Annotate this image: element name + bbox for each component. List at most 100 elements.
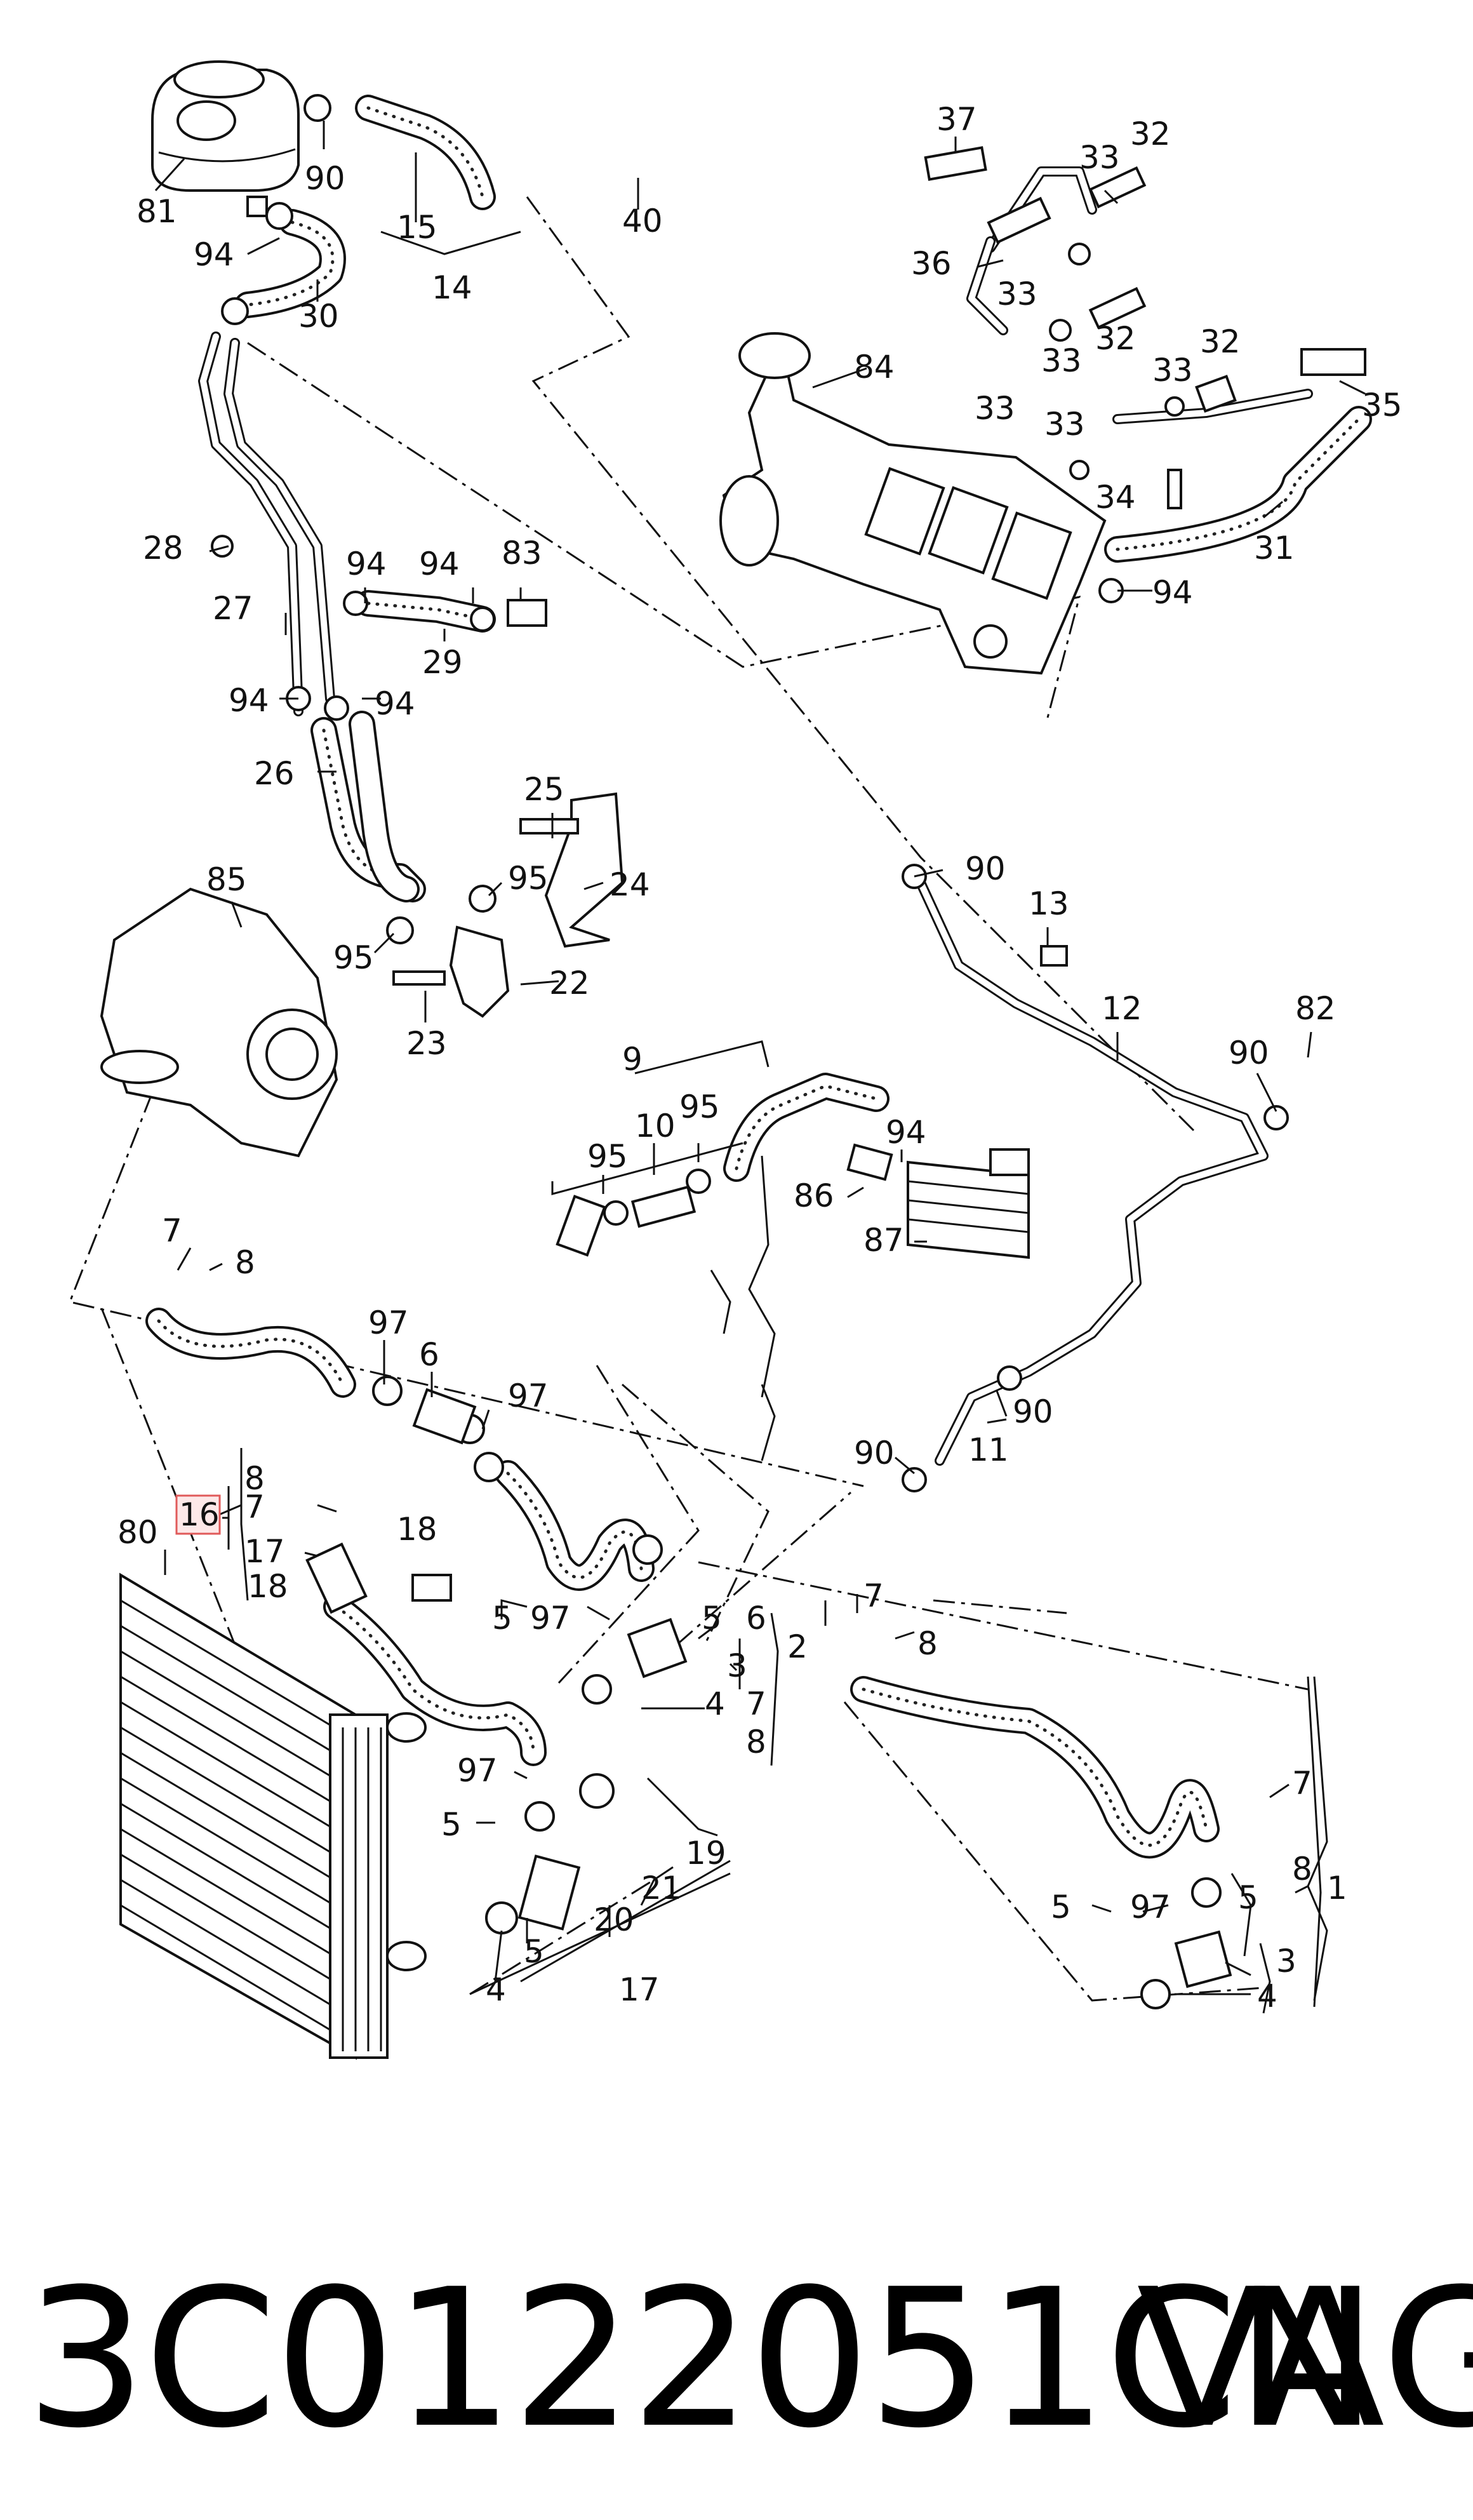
label-90: 90 <box>305 160 345 197</box>
label-36: 36 <box>911 245 952 282</box>
label-7: 7 <box>863 1578 884 1614</box>
label-10: 10 <box>635 1108 676 1144</box>
label-30: 30 <box>298 298 339 335</box>
label-33: 33 <box>997 276 1037 312</box>
label-97: 97 <box>457 1752 498 1789</box>
label-24: 24 <box>610 866 650 903</box>
oil-cooler <box>846 1143 1030 1259</box>
braces <box>222 1486 1322 2014</box>
label-15: 15 <box>397 209 437 246</box>
thermostat-parts <box>449 792 624 1018</box>
label-83: 83 <box>502 535 542 572</box>
brackets <box>240 1155 1328 2001</box>
label-29: 29 <box>422 644 463 681</box>
label-35: 35 <box>1362 387 1403 424</box>
label-14: 14 <box>432 269 472 306</box>
label-22: 22 <box>549 965 590 1002</box>
label-11: 11 <box>968 1431 1009 1468</box>
label-7: 7 <box>244 1489 265 1525</box>
label-26: 26 <box>254 755 295 792</box>
label-2: 2 <box>787 1628 808 1665</box>
label-82: 82 <box>1295 990 1336 1027</box>
label-40: 40 <box>622 203 663 239</box>
label-94: 94 <box>419 546 460 582</box>
label-94: 94 <box>375 685 415 722</box>
label-5: 5 <box>1238 1879 1258 1916</box>
part-number: 3C0122051CN <box>25 2248 1378 2470</box>
label-33: 33 <box>1152 352 1193 389</box>
highlight-box-16 <box>175 1494 221 1535</box>
label-5: 5 <box>1051 1889 1071 1926</box>
label-32: 32 <box>1095 320 1136 357</box>
label-95: 95 <box>679 1089 720 1125</box>
label-37: 37 <box>936 101 977 138</box>
label-86: 86 <box>794 1177 834 1214</box>
label-3: 3 <box>727 1647 747 1684</box>
label-33: 33 <box>1044 406 1085 443</box>
hoses <box>145 95 1372 1859</box>
label-32: 32 <box>1200 323 1241 360</box>
label-4: 4 <box>486 1971 506 2008</box>
label-17: 17 <box>619 1971 660 2008</box>
label-27: 27 <box>213 590 253 627</box>
label-1: 1 <box>1327 1870 1347 1907</box>
label-90: 90 <box>1013 1393 1053 1430</box>
label-16: 16 <box>179 1496 220 1533</box>
label-18: 18 <box>248 1568 288 1605</box>
label-6: 6 <box>419 1336 439 1373</box>
label-23: 23 <box>406 1025 447 1062</box>
label-32: 32 <box>1130 116 1171 152</box>
turbocharger <box>719 332 1107 675</box>
label-19: 19 <box>686 1835 726 1872</box>
label-9: 9 <box>622 1041 643 1078</box>
label-84: 84 <box>854 349 895 385</box>
label-97: 97 <box>508 1377 549 1414</box>
group-lines <box>68 196 1309 2002</box>
label-34: 34 <box>1095 479 1136 516</box>
label-21: 21 <box>641 1870 682 1907</box>
label-6: 6 <box>746 1600 766 1637</box>
label-94: 94 <box>346 546 387 582</box>
label-3: 3 <box>1276 1943 1296 1980</box>
label-97: 97 <box>1130 1889 1171 1926</box>
label-18: 18 <box>397 1511 437 1548</box>
label-97: 97 <box>530 1600 571 1637</box>
label-8: 8 <box>746 1724 766 1760</box>
label-94: 94 <box>229 682 269 719</box>
metal-pipes <box>198 166 1313 1466</box>
label-90: 90 <box>965 850 1006 887</box>
label-95: 95 <box>587 1138 628 1175</box>
label-33: 33 <box>1041 342 1082 379</box>
expansion-tank <box>151 60 300 217</box>
label-81: 81 <box>137 193 177 230</box>
label-95: 95 <box>333 939 374 976</box>
label-28: 28 <box>143 530 183 566</box>
label-94: 94 <box>886 1114 926 1151</box>
label-90: 90 <box>1229 1035 1269 1071</box>
label-94: 94 <box>194 236 234 273</box>
label-25: 25 <box>524 771 564 808</box>
label-8: 8 <box>244 1460 265 1497</box>
label-31: 31 <box>1254 530 1295 566</box>
label-7: 7 <box>746 1686 766 1722</box>
label-97: 97 <box>368 1304 409 1341</box>
label-94: 94 <box>1152 574 1193 611</box>
callout-labels: 81 90 15 14 40 94 30 37 33 32 36 33 33 3… <box>117 101 1403 2014</box>
label-12: 12 <box>1102 990 1142 1027</box>
label-5: 5 <box>492 1600 512 1637</box>
label-5: 5 <box>524 1933 544 1970</box>
label-4: 4 <box>705 1686 725 1722</box>
radiator <box>119 1572 427 2060</box>
small-parts <box>211 94 1366 2009</box>
label-5: 5 <box>702 1600 722 1637</box>
label-87: 87 <box>863 1222 904 1259</box>
label-90: 90 <box>854 1435 895 1471</box>
label-17: 17 <box>244 1533 285 1570</box>
label-85: 85 <box>206 861 247 898</box>
label-7: 7 <box>1292 1765 1312 1802</box>
label-33: 33 <box>1079 139 1120 176</box>
brand-name: VAG <box>1136 2248 1473 2470</box>
label-7: 7 <box>162 1212 182 1249</box>
label-8: 8 <box>1292 1851 1312 1887</box>
